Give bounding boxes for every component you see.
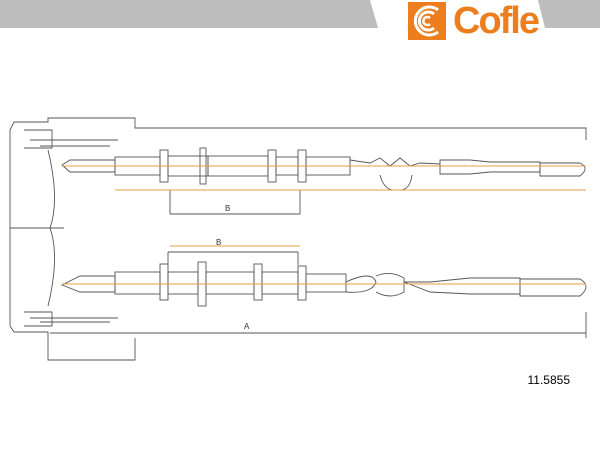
dimension-lines <box>50 213 586 334</box>
dimension-b-upper-label: B <box>225 204 231 213</box>
cable-cores <box>62 165 586 285</box>
upper-cable <box>61 147 586 214</box>
brand-wordmark: Cofle <box>453 0 540 42</box>
dimension-a-label: A <box>244 322 250 331</box>
banner-right-bar <box>538 0 600 28</box>
logo-mark-icon <box>408 2 446 40</box>
lower-cable <box>60 252 587 307</box>
bracket-curve <box>47 149 55 307</box>
bracket-outline <box>9 117 587 361</box>
brand-logo: Cofle <box>408 0 540 42</box>
banner-left-bar <box>0 0 378 28</box>
part-number: 11.5855 <box>527 373 571 387</box>
dimension-b-lower-label: B <box>216 238 222 247</box>
header-banner <box>0 0 600 28</box>
